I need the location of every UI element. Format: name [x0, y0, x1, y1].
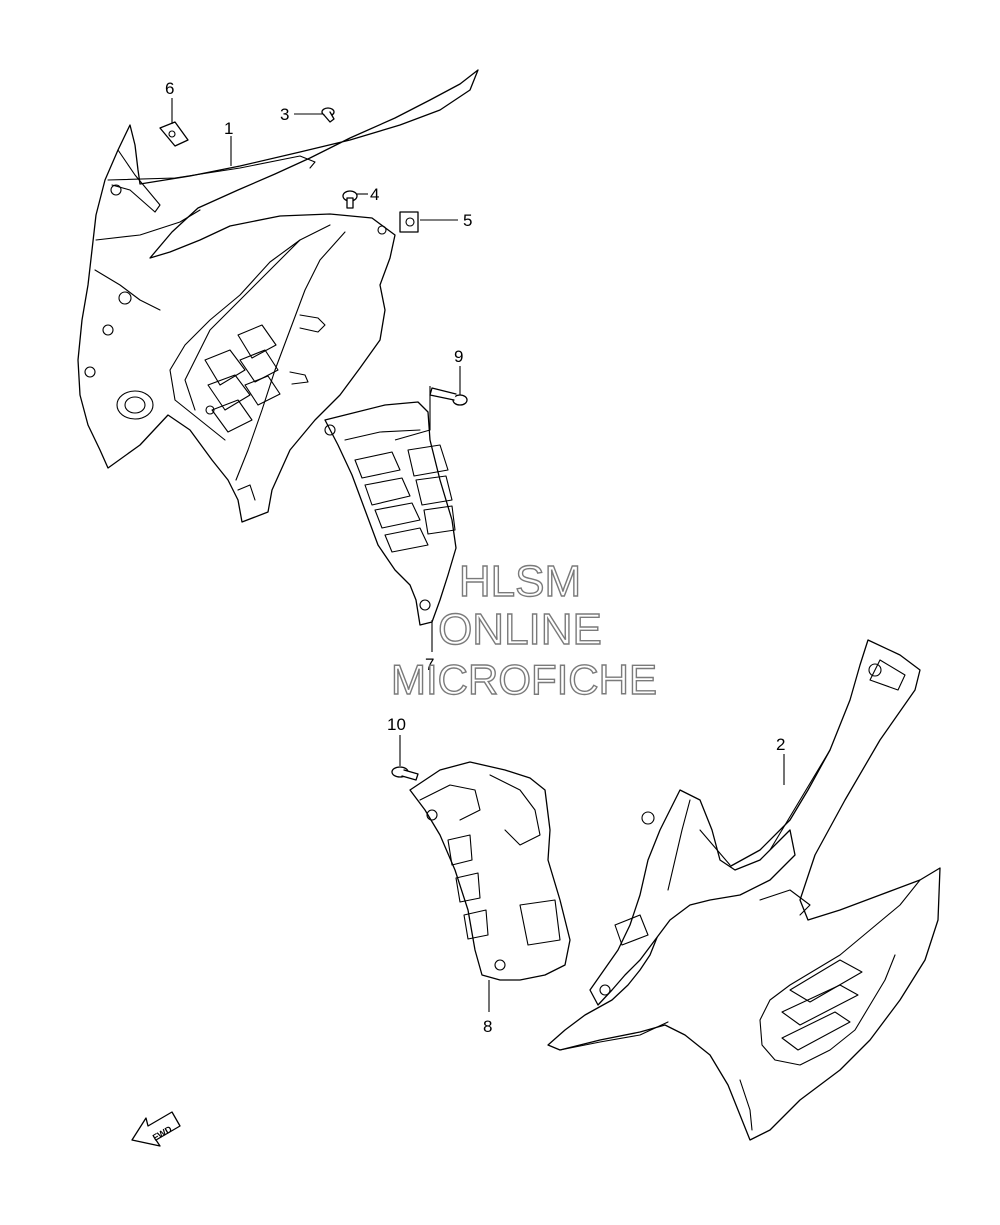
callout-8: 8: [483, 1017, 492, 1036]
callout-7: 7: [425, 655, 434, 674]
part-4-screw[interactable]: [342, 190, 358, 209]
watermark-line-3: MICROFICHE: [391, 656, 657, 703]
part-10-screw[interactable]: [391, 766, 419, 781]
forward-arrow-icon: FWD: [131, 1111, 181, 1147]
callout-1: 1: [224, 119, 233, 138]
callout-5: 5: [463, 211, 472, 230]
callout-4: 4: [370, 185, 379, 204]
part-2-inner-panel[interactable]: [589, 789, 796, 1006]
callout-9: 9: [454, 347, 463, 366]
part-1-upper-side-cowl[interactable]: [77, 69, 479, 523]
callout-2: 2: [776, 735, 785, 754]
part-6-clip[interactable]: [159, 121, 189, 147]
callout-10: 10: [387, 715, 406, 734]
callout-3: 3: [280, 105, 289, 124]
leader-lines: [171, 98, 785, 1012]
watermark-line-2: ONLINE: [438, 605, 602, 654]
part-8-lower-bracket[interactable]: [409, 761, 571, 981]
watermark-line-1: HLSM: [459, 557, 581, 606]
watermark: HLSM ONLINE MICROFICHE: [390, 556, 657, 703]
callout-6: 6: [165, 79, 174, 98]
callout-labels: 1 2 3 4 5 6 7 8 9 10: [165, 79, 785, 1036]
part-9-screw[interactable]: [429, 387, 468, 406]
part-3-screw[interactable]: [321, 107, 335, 123]
part-5-nut-clip[interactable]: [399, 211, 419, 233]
part-7-upper-bracket[interactable]: [324, 401, 457, 626]
